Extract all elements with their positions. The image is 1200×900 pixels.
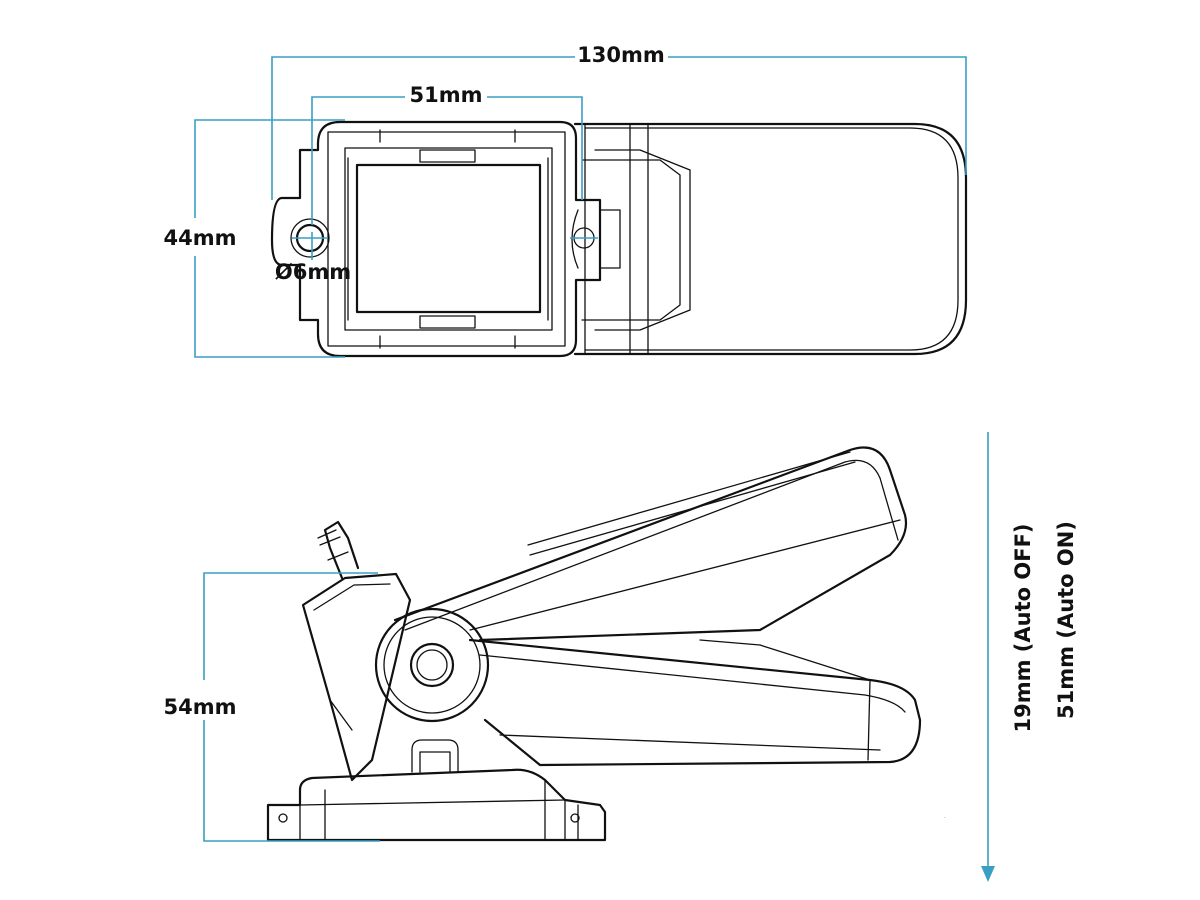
side-view — [266, 446, 922, 842]
hose-barb — [323, 520, 360, 580]
side-base-plate — [266, 768, 607, 842]
top-dimension-lines — [194, 56, 967, 358]
travel-arrow-head — [981, 866, 995, 882]
top-float-arm — [573, 122, 968, 356]
travel-off-label: 19mm (Auto OFF) — [1011, 523, 1035, 732]
top-base-housing — [270, 120, 602, 358]
top-view — [270, 120, 968, 358]
side-height-label: 54mm — [164, 695, 237, 719]
body-height-label: 44mm — [164, 226, 237, 250]
upper-float-arm — [393, 446, 908, 642]
hole-diameter-label: Ø6mm — [275, 260, 351, 284]
side-housing — [301, 572, 412, 782]
stray-mark: . — [944, 813, 946, 820]
overall-length-label: 130mm — [577, 43, 665, 67]
lower-float-body — [468, 638, 922, 767]
body-width-label: 51mm — [410, 83, 483, 107]
pivot-pin — [409, 642, 455, 688]
pivot-outer — [374, 607, 490, 723]
side-dimension-lines — [203, 432, 995, 882]
travel-on-label: 51mm (Auto ON) — [1054, 521, 1078, 719]
